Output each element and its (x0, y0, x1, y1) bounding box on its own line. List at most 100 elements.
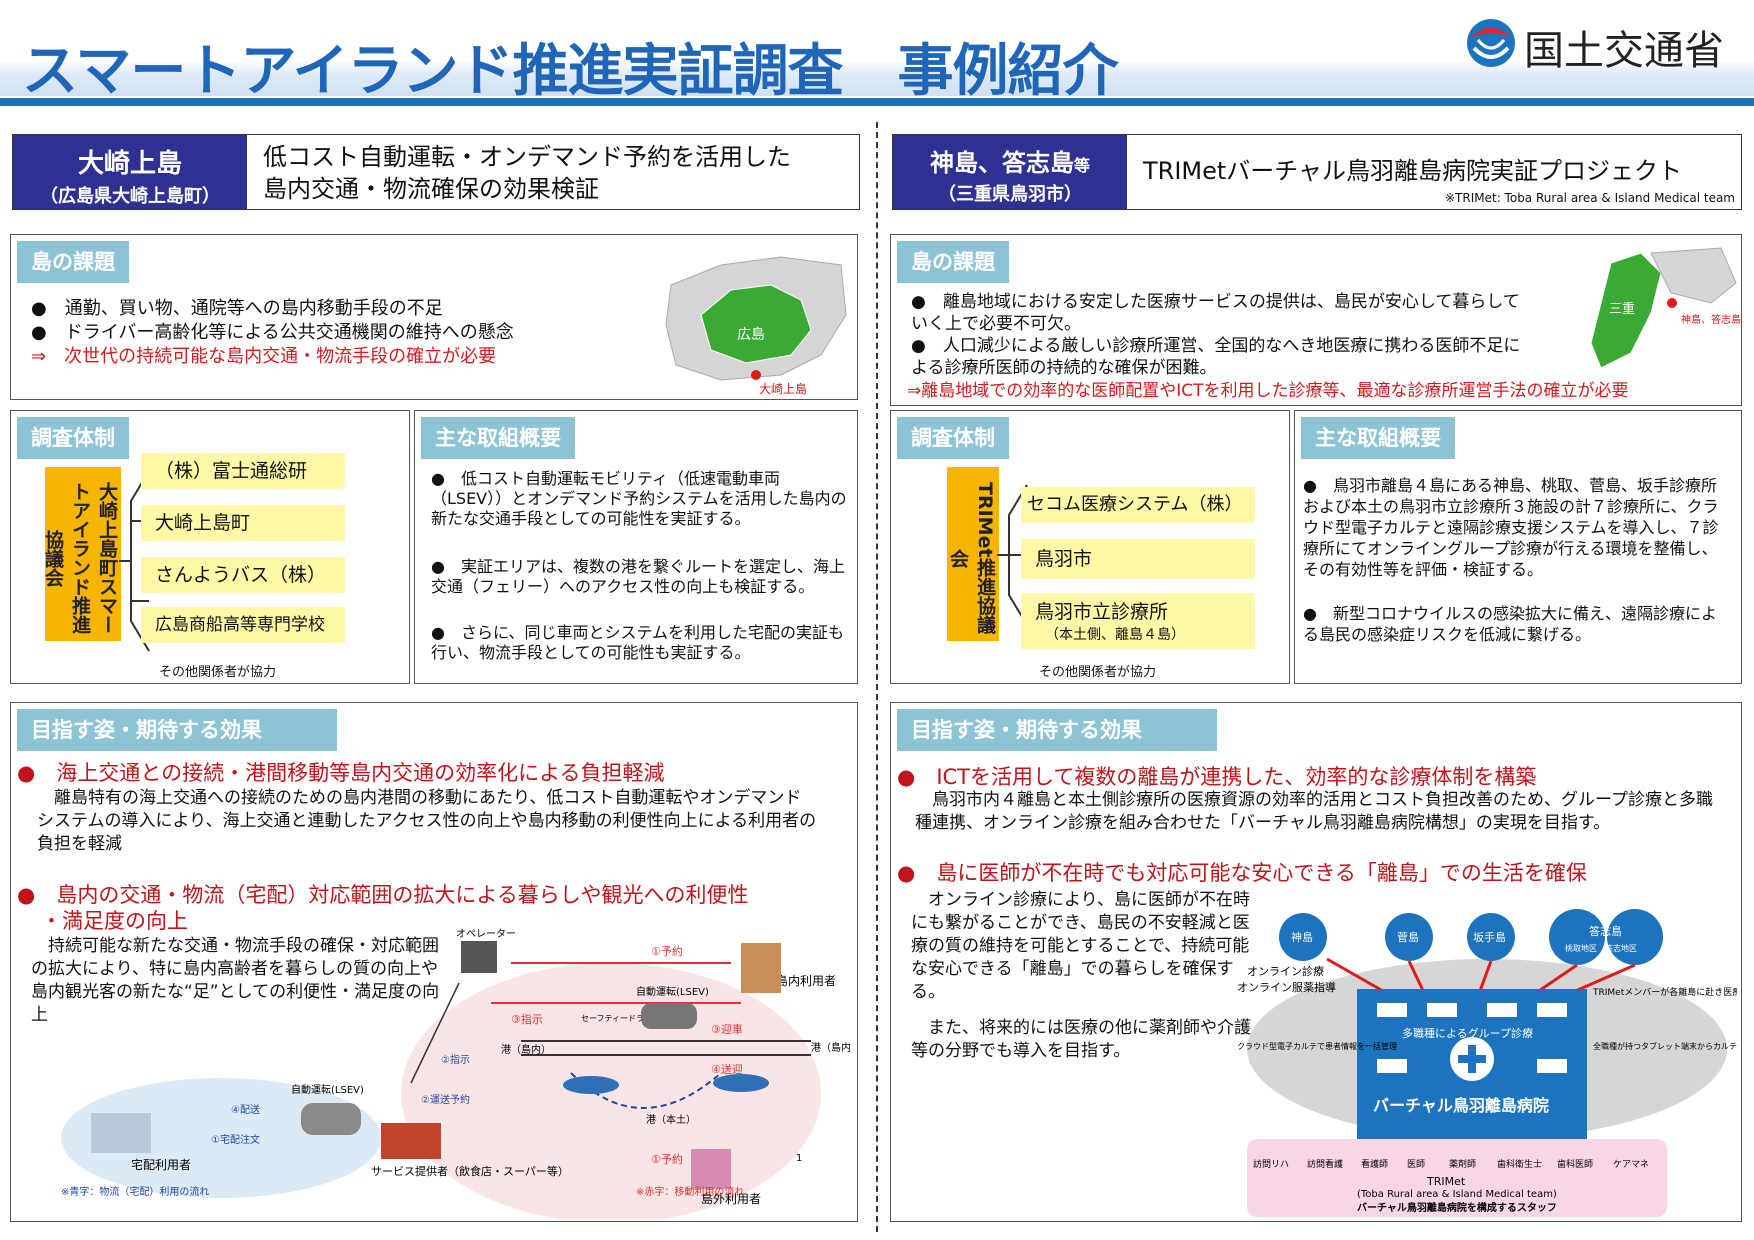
outside-users-icon (691, 1149, 731, 1189)
left-activity-box: 主な取組概要 ● 低コスト自動運転モビリティ（低速電動車両（LSEV））とオンデ… (414, 410, 858, 684)
page-title: スマートアイランド推進実証調査 事例紹介 (22, 39, 1119, 104)
right-effect-2-body2: また、将来的には医療の他に薬剤師や介護等の分野でも導入を目指す。 (911, 1018, 1251, 1061)
safety-driver-label: セーフティードライバー (581, 1014, 668, 1023)
right-activity-box: 主な取組概要 ● 鳥羽市離島４島にある神島、桃取、菅島、坂手診療所および本土の鳥… (1294, 410, 1742, 684)
island-circles: 神島 菅島 坂手島 答志島 桃取地区 答志地区 (1279, 909, 1663, 965)
staff-pharmacist: 薬剤師 (1449, 1158, 1476, 1170)
staff-band (1247, 1139, 1667, 1217)
left-org-box: 調査体制 大崎上島町スマートアイランド推進協議会 （株）富士通総研 大崎上島町 … (10, 410, 410, 684)
left-org-note: その他関係者が協力 (159, 665, 277, 680)
right-effect-2-body: オンライン診療により、島に医師が不在時にも繋がることができ、島民の不安軽減と医療… (911, 890, 1250, 1002)
right-effect-1-body: 鳥羽市内４離島と本土側診療所の医療資源の効率的活用とコスト負担改善のため、グルー… (915, 790, 1713, 833)
staff-dental-hygienist: 歯科衛生士 (1497, 1158, 1542, 1170)
staff-caption: バーチャル鳥羽離島病院を構成するスタッフ (1357, 1201, 1557, 1214)
provider-label: サービス提供者（飲食店・スーパー等） (371, 1164, 569, 1178)
map-label-toba-islands: 神島、答志島、坂手島、菅島 (1681, 313, 1741, 326)
online-drug-label: オンライン服薬指導 (1237, 980, 1336, 994)
left-activity-tab: 主な取組概要 (421, 417, 575, 459)
title-underline (0, 98, 1754, 106)
tablet-note: 全職種が持つタブレット端末からカルテにアクセスでき患者情報共有 (1593, 1041, 1737, 1051)
lsev-delivery-label: 自動運転(LSEV) (291, 1083, 364, 1096)
left-activity-3: ● さらに、同じ車両とシステムを利用した宅配の実証も行い、物流手段としての可能性… (431, 623, 845, 662)
staff-dentist: 歯科医師 (1557, 1158, 1593, 1170)
reserve-label-2: ①予約 (651, 1152, 683, 1166)
left-member-2: 大崎上島町 (141, 505, 345, 541)
trimet-members-note: TRIMetメンバーが各離島に赴き医療を提供 (1592, 986, 1737, 998)
toshijima-districts: 桃取地区 答志地区 (1565, 943, 1637, 953)
right-member-3-sub: （本土側、離島４島） (1045, 627, 1185, 643)
order-label: ①宅配注文 (211, 1133, 260, 1146)
left-member-3: さんようバス（株） (141, 557, 345, 593)
left-effect-2-heading-2: ・満足度の向上 (41, 909, 188, 933)
left-council: 大崎上島町スマートアイランド推進協議会 (42, 467, 121, 641)
right-effect-box: 目指す姿・期待する効果 ● ICTを活用して複数の離島が連携した、効率的な診療体… (890, 702, 1742, 1222)
instruct3-label: ③指示 (511, 1012, 543, 1026)
map-label-hiroshima: 広島 (737, 327, 765, 343)
left-effect-1-body: 離島特有の海上交通への接続のための島内港間の移動にあたり、低コスト自動運転やオン… (37, 788, 817, 854)
right-island-name-text: 神島、答志島 (929, 149, 1074, 177)
island-residents-label: 島内利用者 (776, 973, 836, 988)
pickup-label: ③迎車 (711, 1022, 743, 1036)
mlit-logo-icon (1467, 19, 1515, 67)
right-member-3: 鳥羽市立診療所 （本土側、離島４島） (1021, 593, 1255, 649)
right-member-3-name: 鳥羽市立診療所 (1035, 601, 1169, 623)
right-issue-3: ⇒離島地域での効率的な医師配置やICTを利用した診療等、最適な診療所運営手法の確… (907, 381, 1629, 401)
hiroshima-map: 広島 大崎上島 (665, 256, 847, 395)
title-bar: スマートアイランド推進実証調査 事例紹介 国土交通省 (0, 0, 1754, 110)
right-activity-1: ● 鳥羽市離島４島にある神島、桃取、菅島、坂手診療所および本土の鳥羽市立診療所３… (1303, 476, 1719, 579)
virtual-hospital-diagram: 神島 菅島 坂手島 答志島 桃取地区 答志地区 多職種によるグループ診療 バーチ… (1237, 909, 1737, 1217)
ferry-icon-1 (563, 1076, 619, 1094)
left-activity-2: ● 実証エリアは、複数の港を繋ぐルートを選定し、海上交通（フェリー）へのアクセス… (431, 557, 845, 596)
deliver-label: ④配送 (231, 1103, 260, 1116)
right-effect-1-heading: ● ICTを活用して複数の離島が連携した、効率的な診療体制を構築 (897, 765, 1537, 789)
island-toshijima: 答志島 (1589, 924, 1622, 938)
right-issue-2: ● 人口減少による厳しい診療所運営、全国的なへき地医療に携わる医師不足による診療… (911, 336, 1521, 378)
shop-icon (381, 1123, 441, 1159)
right-header-name-box: 神島、答志島等 （三重県鳥羽市） (893, 135, 1127, 209)
right-island-name-suffix: 等 (1073, 156, 1090, 175)
lsev-delivery-icon (301, 1103, 361, 1135)
residents-icon (741, 943, 781, 993)
left-island-name: 大崎上島 (77, 149, 182, 179)
right-member-2: 鳥羽市 (1021, 539, 1255, 579)
right-org-tab: 調査体制 (897, 417, 1009, 459)
right-issue-box: 島の課題 ● 離島地域における安定した医療サービスの提供は、島民が安心して暮らし… (890, 234, 1742, 406)
reserve-label-1: ①予約 (651, 944, 683, 958)
left-effect-2-heading-1: ● 島内の交通・物流（宅配）対応範囲の拡大による暮らしや観光への利便性 (17, 883, 749, 907)
online-clinic-label: オンライン診療 (1247, 964, 1324, 978)
send-label: ④送迎 (711, 1062, 743, 1076)
right-project-title: TRIMetバーチャル鳥羽離島病院実証プロジェクト (1143, 157, 1683, 185)
right-effect-2-heading: ● 島に医師が不在時でも対応可能な安心できる「離島」での生活を確保 (897, 861, 1587, 885)
right-header: 神島、答志島等 （三重県鳥羽市） TRIMetバーチャル鳥羽離島病院実証プロジェ… (892, 134, 1742, 210)
instruct2-label: ②指示 (441, 1053, 470, 1066)
right-activity-tab: 主な取組概要 (1301, 417, 1455, 459)
staff-home-rehab: 訪問リハ (1253, 1158, 1289, 1170)
staff-doctor: 医師 (1407, 1158, 1425, 1170)
left-project-title-line2: 島内交通・物流確保の効果検証 (263, 175, 599, 203)
right-org-note: その他関係者が協力 (1039, 665, 1157, 680)
trimet-label: TRIMet (1426, 1175, 1466, 1188)
legend-red-note: ※赤字：移動利用の流れ (636, 1185, 744, 1198)
group-clinic-label: 多職種によるグループ診療 (1402, 1026, 1533, 1040)
left-org-bracket (119, 470, 150, 652)
hospital-label: バーチャル鳥羽離島病院 (1373, 1096, 1549, 1115)
mie-map: 三重 神島、答志島、坂手島、菅島 (1590, 247, 1741, 369)
operator-icon (461, 941, 497, 973)
trimet-full-label: (Toba Rural area & Island Medical team) (1357, 1189, 1557, 1200)
port-in-label: 港（島内） (501, 1043, 551, 1056)
left-effect-tab: 目指す姿・期待する効果 (17, 709, 337, 751)
left-issue-2: ● ドライバー高齢化等による公共交通機関の維持への懸念 (31, 322, 514, 343)
island-sugashima: 菅島 (1397, 930, 1419, 944)
mlit-logo: 国土交通省 (1464, 14, 1754, 74)
operator-label: オペレーター (456, 928, 516, 940)
right-org-box: 調査体制 TRIMet推進協議会 セコム医療システム（株） 鳥羽市 鳥羽市立診療… (890, 410, 1290, 684)
right-header-note: ※TRIMet: Toba Rural area & Island Medica… (1445, 191, 1735, 205)
map-label-osakikamijima: 大崎上島 (759, 381, 807, 395)
left-effect-2-body: 持続可能な新たな交通・物流手段の確保・対応範囲の拡大により、特に島内高齢者を暮ら… (31, 936, 440, 1025)
left-issue-tab: 島の課題 (17, 241, 129, 283)
right-council: TRIMet推進協議会 (947, 467, 999, 641)
lsev-car-icon (641, 1003, 697, 1029)
home-user-label: 宅配利用者 (131, 1157, 191, 1172)
staff-home-nursing: 訪問看護 (1307, 1158, 1343, 1170)
staff-care-manager: ケアマネ (1613, 1159, 1649, 1170)
